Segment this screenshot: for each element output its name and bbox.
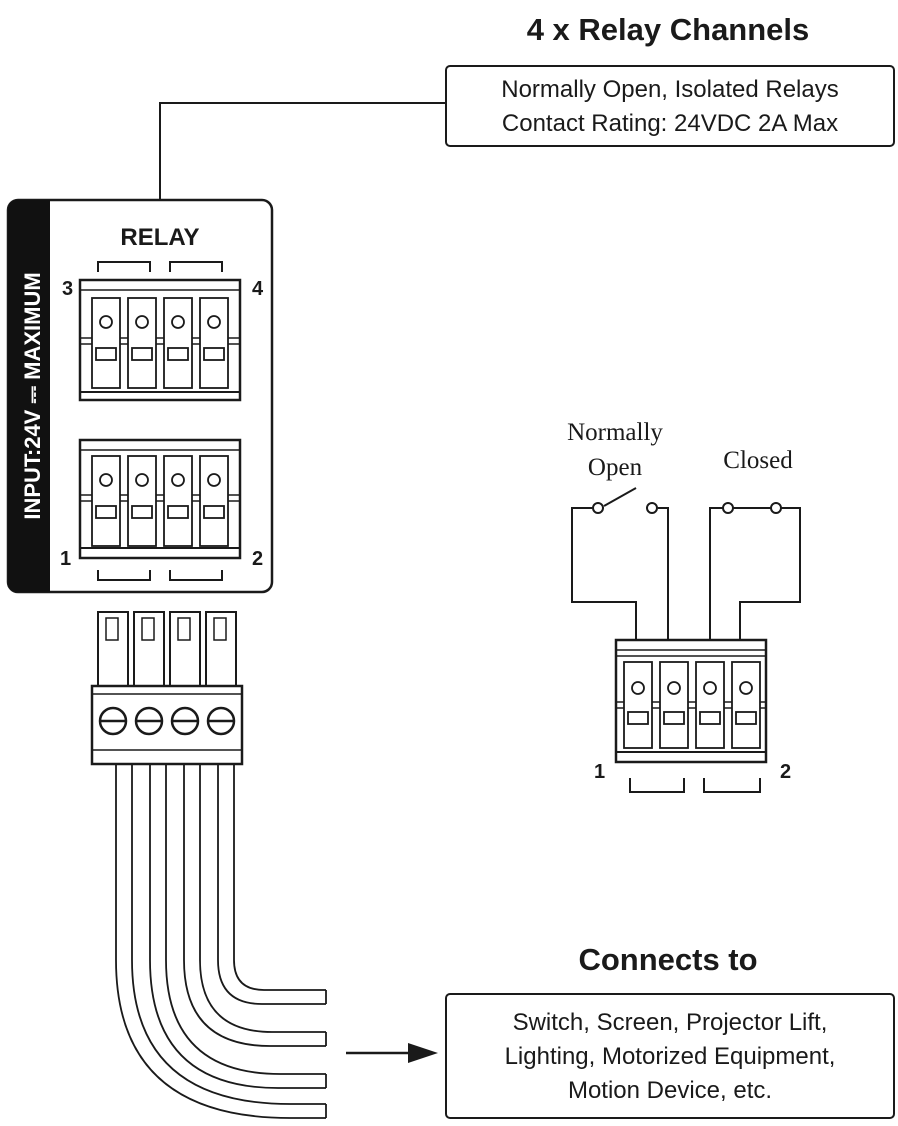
normally-open-switch-icon [571, 487, 669, 640]
switch-bracket-left [629, 778, 685, 793]
closed-switch-icon [709, 502, 801, 640]
connects-to-box [445, 993, 895, 1119]
switch-bracket-right [703, 778, 761, 793]
connects-to-title: Connects to [578, 942, 757, 977]
bottom-bracket-right [169, 570, 223, 581]
spec-leader-line [159, 102, 446, 200]
normally-open-label-line2: Open [588, 454, 643, 481]
switch-connector-number-1: 1 [594, 761, 605, 783]
channel-number-2: 2 [252, 548, 263, 570]
switch-terminal-block [614, 638, 768, 764]
channel-number-3: 3 [62, 278, 73, 300]
connects-to-line3: Motion Device, etc. [568, 1077, 772, 1104]
relay-module: INPUT:24V ⎓ MAXIMUM RELAY 3 4 1 2 [6, 198, 274, 594]
connects-arrow [346, 1043, 438, 1063]
wire-bundle [115, 764, 327, 1119]
connects-to-line2: Lighting, Motorized Equipment, [505, 1043, 836, 1070]
module-side-label: INPUT:24V ⎓ MAXIMUM [20, 272, 45, 519]
closed-label: Closed [723, 447, 793, 474]
switch-connector-number-2: 2 [780, 761, 791, 783]
bottom-terminal-block [78, 438, 242, 560]
relay-spec-box [445, 65, 895, 147]
top-bracket-right [169, 261, 223, 272]
channel-number-4: 4 [252, 278, 264, 300]
plug-connector [90, 611, 244, 766]
switch-diagram: Normally Open Closed [567, 419, 801, 793]
channel-number-1: 1 [60, 548, 71, 570]
relay-spec-line1: Normally Open, Isolated Relays [501, 76, 838, 103]
relay-channels-title: 4 x Relay Channels [527, 12, 810, 47]
normally-open-label-line1: Normally [567, 419, 663, 446]
bottom-bracket-left [97, 570, 151, 581]
top-bracket-left [97, 261, 151, 272]
top-terminal-block [78, 278, 242, 402]
module-side-band [8, 200, 50, 592]
relay-label: RELAY [120, 224, 199, 251]
relay-spec-line2: Contact Rating: 24VDC 2A Max [502, 110, 838, 137]
connects-to-line1: Switch, Screen, Projector Lift, [513, 1009, 828, 1036]
